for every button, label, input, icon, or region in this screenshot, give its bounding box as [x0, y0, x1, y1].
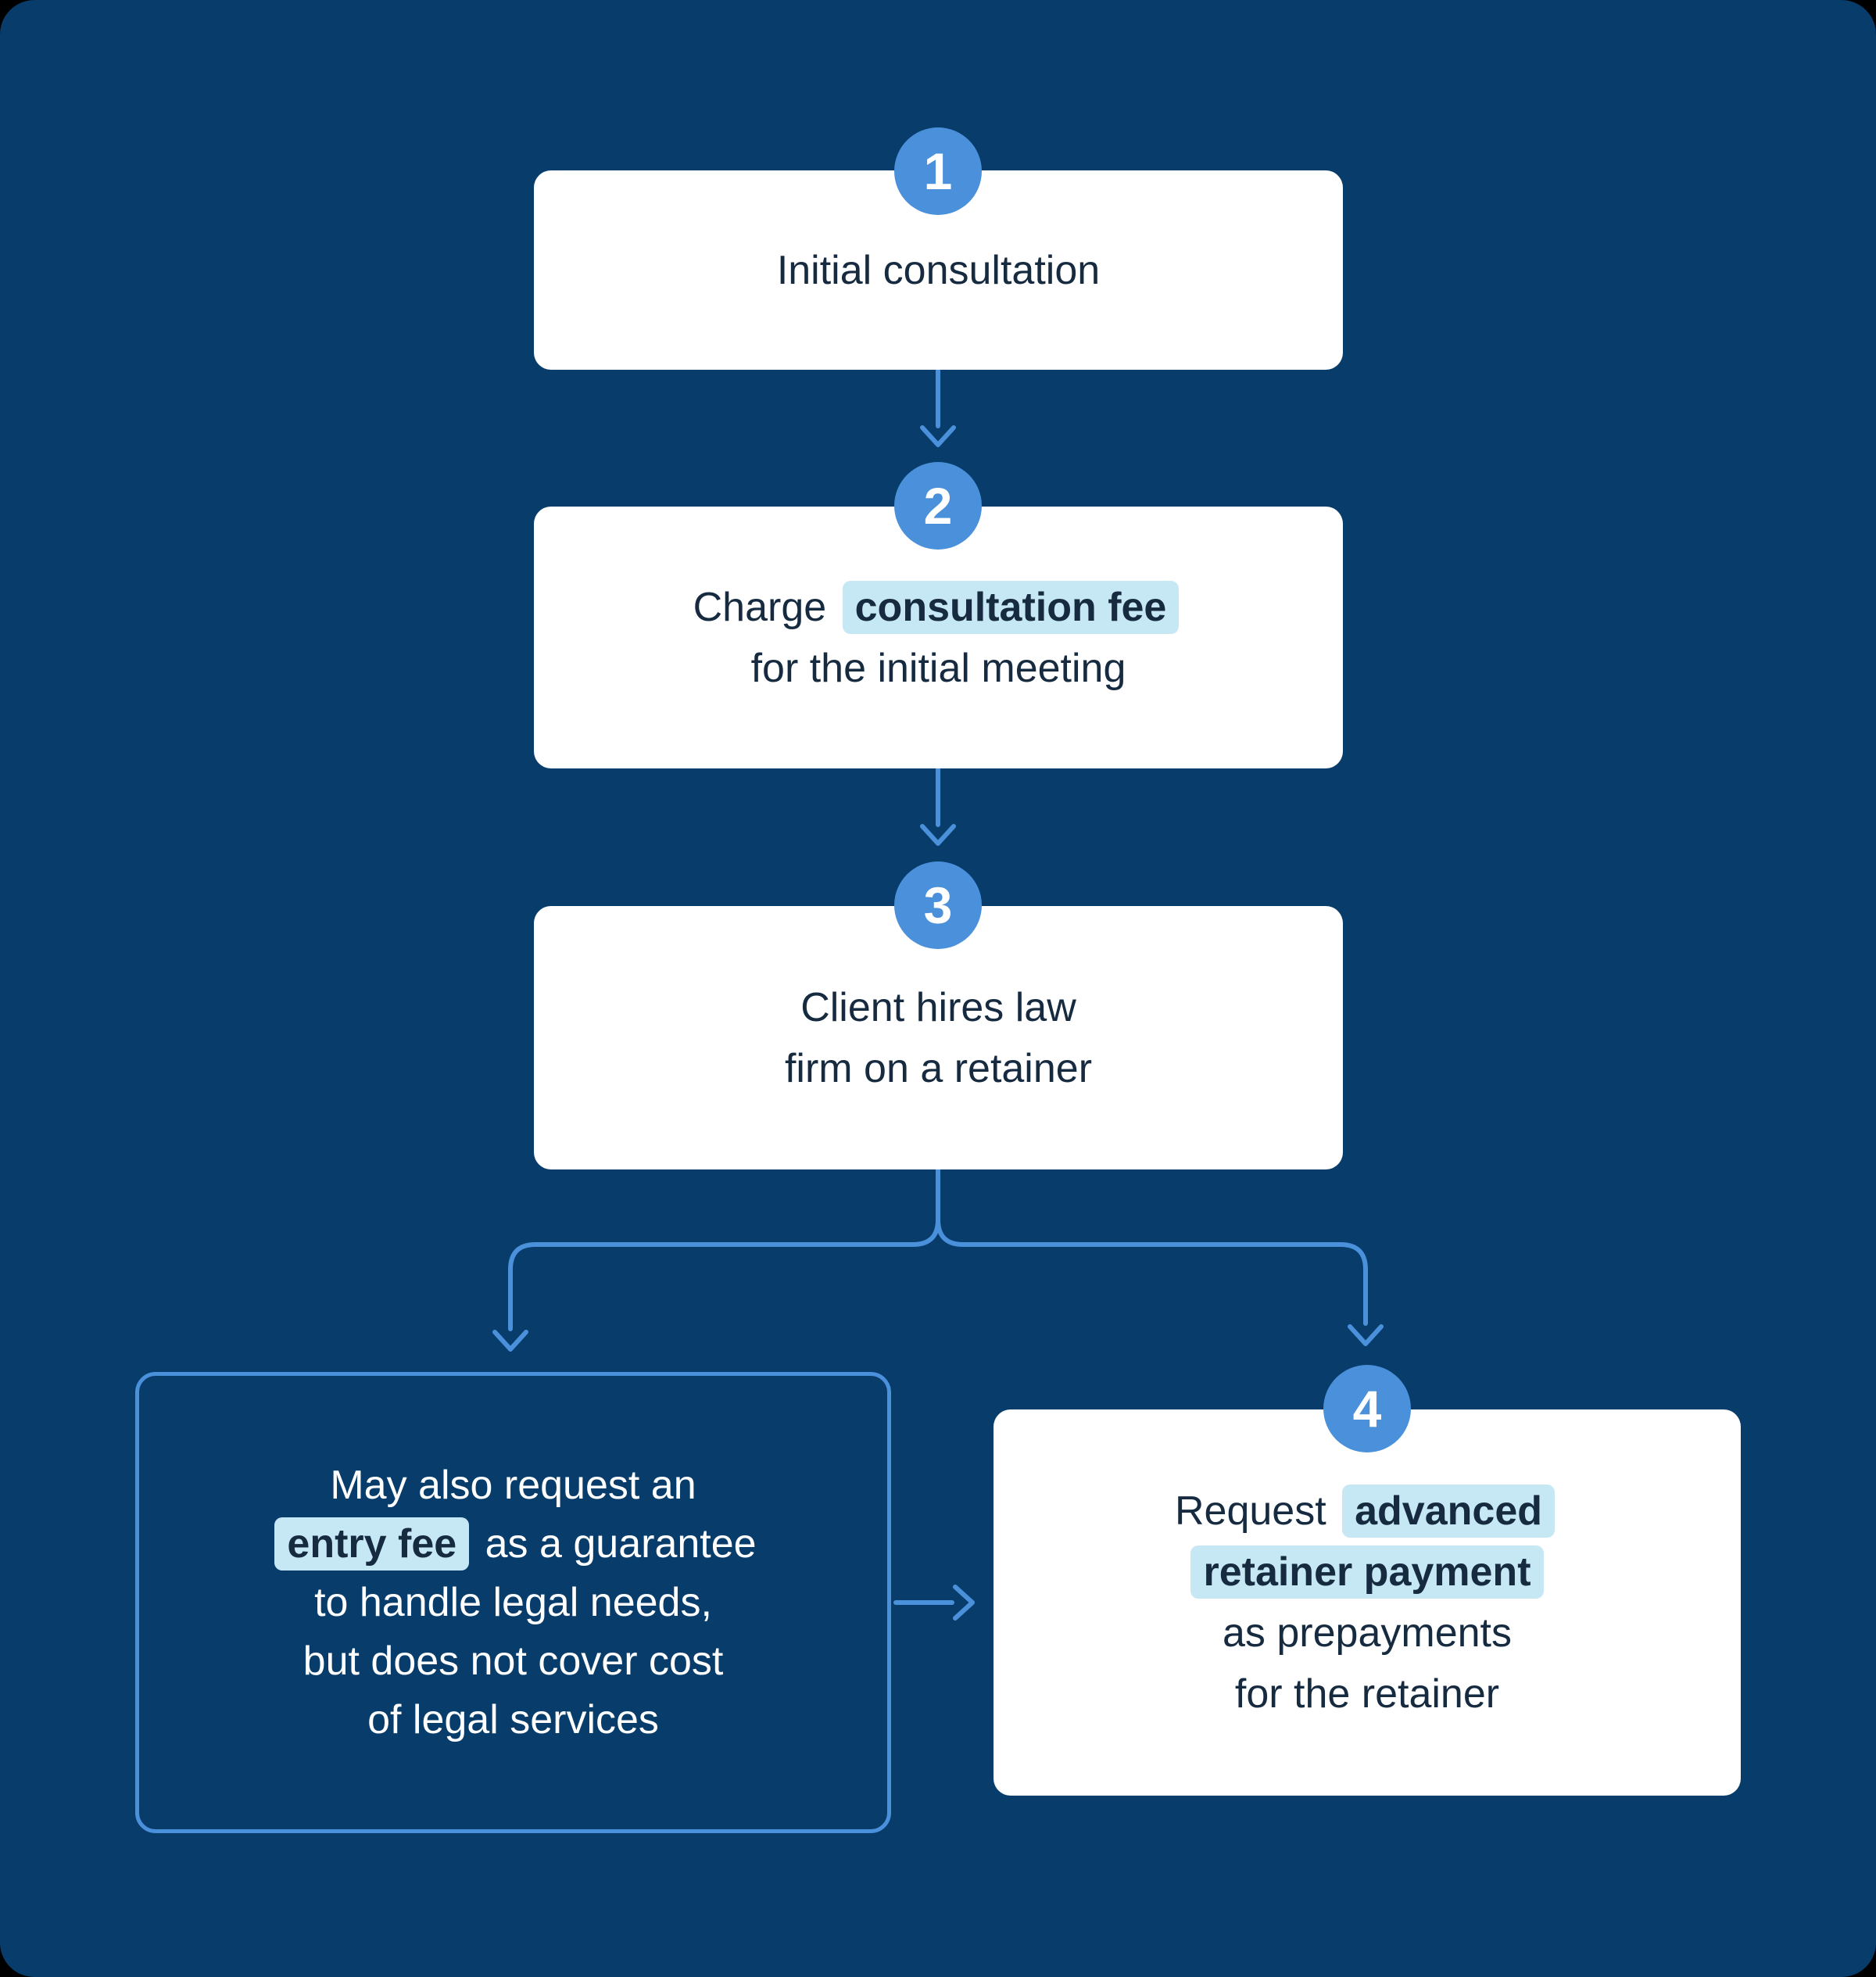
side-note-line-1: May also request an — [330, 1462, 696, 1508]
step-2-line-1: Charge consultation fee — [693, 577, 1184, 638]
side-note-line-3: to handle legal needs, — [314, 1579, 712, 1625]
step-4-text: Request — [1174, 1488, 1326, 1534]
arrow-down-icon — [920, 368, 956, 447]
branch-arrows-icon — [492, 1168, 1384, 1352]
side-note-line-2-text: as a guarantee — [485, 1520, 757, 1567]
step-3-badge: 3 — [894, 861, 982, 949]
step-2-badge: 2 — [894, 462, 982, 550]
step-3-line-1: Client hires law — [800, 984, 1076, 1030]
step-4-box: Request advanced retainer payment as pre… — [993, 1409, 1741, 1796]
step-3-line-2: firm on a retainer — [784, 1045, 1093, 1091]
step-1-text: Initial consultation — [776, 247, 1101, 293]
side-note-line-4: but does not cover cost — [303, 1638, 724, 1684]
step-1-badge: 1 — [894, 127, 982, 215]
arrow-down-icon — [920, 767, 956, 846]
consultation-fee-highlight: consultation fee — [842, 580, 1180, 634]
arrow-right-icon — [893, 1585, 975, 1621]
step-2-text: Charge — [693, 584, 827, 630]
advanced-highlight: advanced — [1342, 1485, 1556, 1538]
step-4-badge: 4 — [1323, 1365, 1411, 1452]
step-4-line-1: Request advanced — [1175, 1481, 1559, 1542]
step-4-line-3: as prepayments — [1223, 1610, 1512, 1656]
step-3-box: Client hires law firm on a retainer — [534, 906, 1343, 1169]
entry-fee-highlight: entry fee — [274, 1517, 470, 1570]
retainer-payment-highlight: retainer payment — [1190, 1545, 1544, 1599]
step-2-box: Charge consultation fee for the initial … — [534, 507, 1343, 768]
side-note-line-5: of legal services — [367, 1696, 659, 1742]
step-4-line-4: for the retainer — [1234, 1671, 1500, 1717]
step-2-line-2: for the initial meeting — [750, 645, 1126, 691]
side-note-line-2: entry fee as a guarantee — [270, 1515, 757, 1574]
side-note-box: May also request an entry fee as a guara… — [135, 1372, 891, 1833]
step-4-line-2: retainer payment — [1186, 1542, 1548, 1603]
